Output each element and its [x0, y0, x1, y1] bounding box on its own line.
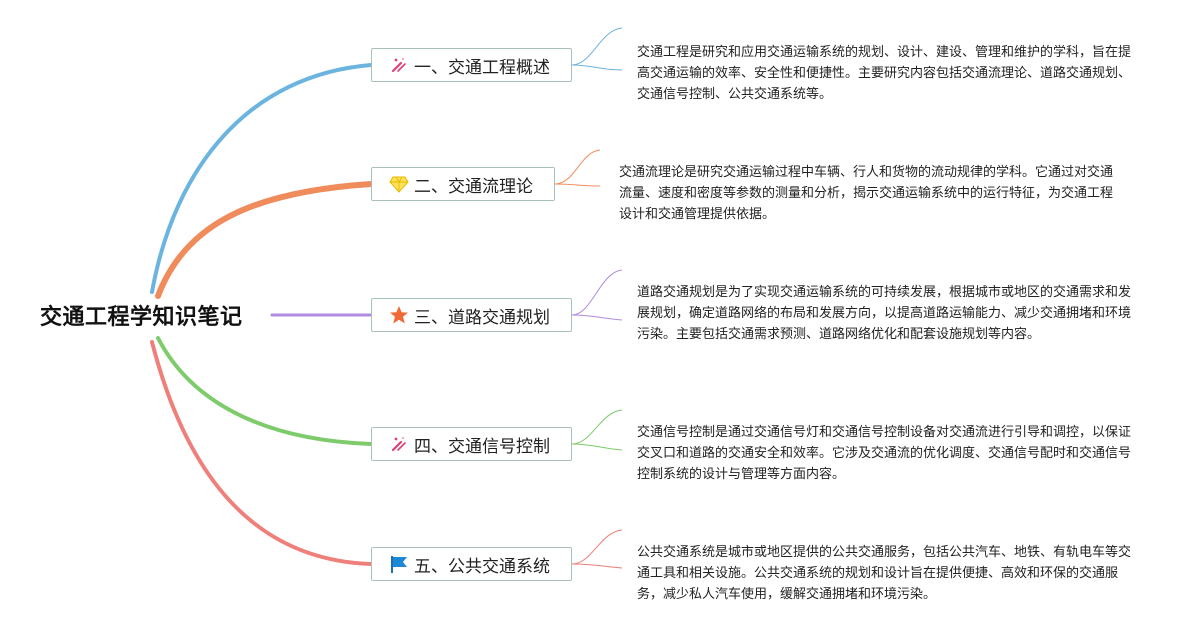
- branch-label: 四、交通信号控制: [414, 436, 550, 457]
- branch-label: 三、道路交通规划: [414, 307, 550, 328]
- connector-desc-3: [571, 269, 623, 321]
- branch-node-overview[interactable]: 一、交通工程概述: [371, 48, 572, 82]
- connector-branch-5: [150, 340, 373, 566]
- connector-desc-1: [571, 27, 623, 71]
- connector-desc-2: [554, 149, 601, 187]
- branch-label: 二、交通流理论: [414, 176, 533, 197]
- description-traffic-flow: 交通流理论是研究交通运输过程中车辆、行人和货物的流动规律的学科。它通过对交通流量…: [619, 165, 1114, 222]
- branch-label: 五、公共交通系统: [414, 556, 550, 577]
- gem-icon: [388, 173, 410, 195]
- branch-node-traffic-flow[interactable]: 二、交通流理论: [371, 167, 555, 201]
- branch-node-public-transit[interactable]: 五、公共交通系统: [371, 547, 572, 581]
- star-icon: [388, 304, 410, 326]
- connector-branch-4: [156, 336, 373, 446]
- description-signal-control: 交通信号控制是通过交通信号灯和交通信号控制设备对交通流进行引导和调控，以保证交叉…: [637, 425, 1132, 482]
- connector-branch-1: [150, 63, 373, 294]
- connector-branch-2: [155, 181, 374, 299]
- connector-desc-5: [571, 529, 623, 569]
- connector-desc-4: [571, 409, 623, 451]
- description-road-planning: 道路交通规划是为了实现交通运输系统的可持续发展，根据城市或地区的交通需求和发展规…: [637, 285, 1132, 342]
- flag-icon: [388, 553, 410, 575]
- root-topic[interactable]: 交通工程学知识笔记: [40, 305, 243, 330]
- tools-icon: [388, 433, 410, 455]
- branch-node-road-planning[interactable]: 三、道路交通规划: [371, 298, 572, 332]
- branch-node-signal-control[interactable]: 四、交通信号控制: [371, 427, 572, 461]
- description-overview: 交通工程是研究和应用交通运输系统的规划、设计、建设、管理和维护的学科，旨在提高交…: [637, 45, 1132, 102]
- tools-icon: [388, 54, 410, 76]
- branch-label: 一、交通工程概述: [414, 57, 550, 78]
- description-public-transit: 公共交通系统是城市或地区提供的公共交通服务，包括公共汽车、地铁、有轨电车等交通工…: [637, 545, 1132, 602]
